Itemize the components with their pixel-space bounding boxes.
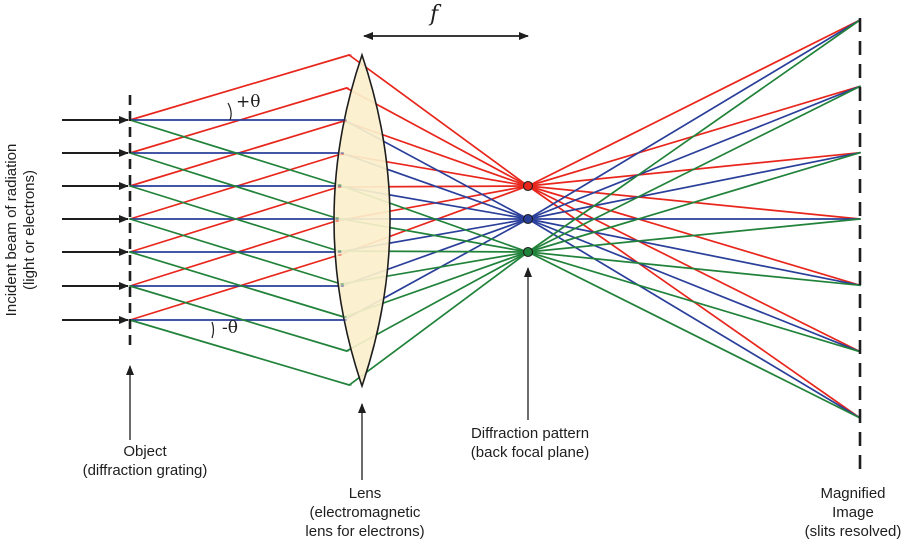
focal-dots [522,180,534,258]
incident-beam-label: Incident beam of radiation (light or ele… [3,125,43,335]
object-label: Object (diffraction grating) [70,442,220,480]
green-ray-lens-to-focal [348,251,529,386]
blue-ray-focal-to-image [527,151,861,220]
green-ray-focal-to-image [527,251,861,353]
lens-label-line1: Lens [348,485,382,502]
pattern-label-line2: (back focal plane) [470,444,590,461]
object-label-line2: (diffraction grating) [82,462,208,479]
image-label-line1: Magnified [820,485,886,502]
plus-theta-label: +θ [236,92,261,112]
rays-layer [129,19,861,419]
blue-ray-focal-to-image [527,218,861,419]
blue-ray-focal-to-image [527,218,861,287]
green-ray-focal-to-image [527,251,861,287]
green-ray-object-to-lens [129,251,345,318]
blue-focal-spot [522,213,534,225]
image-label-line2: Image [832,504,874,521]
green-ray-object-to-lens [129,218,343,285]
object-label-line1: Object [123,443,167,460]
red-ray-lens-to-focal [348,54,529,187]
green-ray-focal-to-image [527,251,861,419]
green-ray-object-to-lens [129,319,351,386]
red-ray-object-to-lens [129,54,350,121]
green-focal-spot [522,246,534,258]
rays-over-lens [335,54,353,386]
incident-beam-line1: Incident beam of radiation [3,143,20,317]
green-ray-object-to-lens [129,119,340,186]
green-ray-focal-to-image [527,151,861,253]
green-ray-focal-to-image [527,19,861,253]
green-ray-object-to-lens [129,285,348,352]
image-label-line3: (slits resolved) [804,523,902,540]
lens-label: Lens (electromagnetic lens for electrons… [290,484,440,541]
lens-label-line3: lens for electrons) [305,523,425,540]
pattern-label-line1: Diffraction pattern [470,425,590,442]
lens-label-line2: (electromagnetic [309,504,421,521]
red-ray-object-to-lens [129,254,340,321]
blue-ray-focal-to-image [527,218,861,353]
red-ray-focal-to-image [527,19,861,187]
plus-theta-arc [227,102,232,121]
incident-beam-line2: (light or electrons) [21,169,38,291]
magnified-image-label: Magnified Image (slits resolved) [794,484,912,541]
green-ray-focal-to-image [527,85,861,253]
blue-ray-focal-to-image [527,85,861,220]
green-ray-focal-to-image [527,218,861,253]
red-ray-object-to-lens [129,220,338,287]
green-ray-object-to-lens [129,185,340,252]
incident-arrows [62,116,129,324]
minus-theta-label: -θ [222,318,238,338]
green-ray-object-to-lens [129,152,337,219]
lens-shape [333,52,391,389]
diffraction-pattern-label: Diffraction pattern (back focal plane) [450,424,610,462]
focal-length-label: f [430,2,439,27]
minus-theta-arc [211,321,215,339]
blue-ray-focal-to-image [527,19,861,220]
red-focal-spot [522,180,534,192]
